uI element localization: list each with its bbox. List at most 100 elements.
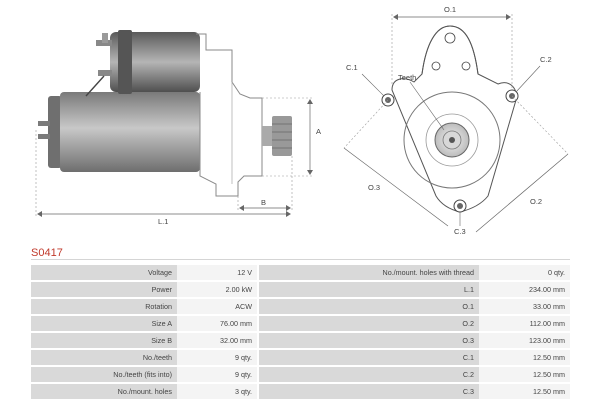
spec-gap: [257, 333, 259, 348]
spec-right-value: 112.00 mm: [479, 316, 570, 331]
spec-left-value: 12 V: [177, 265, 257, 280]
mount-hole-c3-inner: [457, 203, 463, 209]
dim-o2-ref: [511, 95, 569, 155]
spec-left-label: No./teeth: [31, 350, 177, 365]
spec-right-value: 0 qty.: [479, 265, 570, 280]
spec-left-value: 3 qty.: [177, 384, 257, 399]
dim-c1-leader: [361, 73, 385, 97]
dim-o3-label: O.3: [368, 183, 380, 192]
front-view: Teeth O.1 C.1 C.2 C.3 O.3: [343, 5, 569, 236]
starter-motor-diagram: A B L.1: [35, 5, 569, 236]
dim-b-label: B: [261, 198, 266, 207]
spec-gap: [257, 316, 259, 331]
spec-right-value: 33.00 mm: [479, 299, 570, 314]
spec-right-label: O.3: [259, 333, 479, 348]
dim-o3-ref: [343, 99, 389, 149]
spec-left-value: 9 qty.: [177, 350, 257, 365]
solenoid-terminal-stud: [102, 33, 108, 43]
solenoid-housing: [110, 32, 200, 92]
top-mounting-ear: [421, 25, 479, 75]
dim-a-arrow-bottom: [307, 170, 313, 175]
teeth-label: Teeth: [398, 73, 416, 82]
product-divider: [31, 259, 570, 260]
dim-l1-arrow-right: [286, 211, 291, 217]
spec-gap: [257, 299, 259, 314]
spec-gap: [257, 384, 259, 399]
motor-body: [60, 92, 200, 172]
spec-right-label: C.2: [259, 367, 479, 382]
motor-end-cap: [48, 96, 62, 168]
spec-right-value: 234.00 mm: [479, 282, 570, 297]
spec-right-value: 12.50 mm: [479, 384, 570, 399]
spec-right-value: 12.50 mm: [479, 350, 570, 365]
dim-l1-label: L.1: [158, 217, 168, 226]
spec-right-value: 12.50 mm: [479, 367, 570, 382]
spec-right-value: 123.00 mm: [479, 333, 570, 348]
spec-left-label: Rotation: [31, 299, 177, 314]
technical-drawing: A B L.1: [35, 5, 569, 236]
spec-left-value: 9 qty.: [177, 367, 257, 382]
dim-c2-leader: [515, 65, 541, 93]
dim-o1-arrow-right: [506, 14, 511, 20]
pinion-gear: [272, 116, 292, 156]
product-code: S0417: [31, 247, 63, 259]
dim-c3-label: C.3: [454, 227, 466, 236]
spec-right-label: L.1: [259, 282, 479, 297]
spec-gap: [257, 265, 259, 280]
spec-gap: [257, 282, 259, 297]
spec-left-label: Size A: [31, 316, 177, 331]
dim-b-arrow-left: [239, 205, 244, 211]
housing-inner-circle: [425, 113, 479, 167]
pinion-center: [449, 137, 455, 143]
dim-a-arrow-top: [307, 99, 313, 104]
dim-o2-label: O.2: [530, 197, 542, 206]
dim-o3-line: [343, 147, 449, 227]
spec-left-value: 76.00 mm: [177, 316, 257, 331]
spec-gap: [257, 350, 259, 365]
solenoid-terminal-middle: [98, 70, 112, 76]
dim-o1-label: O.1: [444, 5, 456, 14]
mount-hole-top-right: [461, 61, 471, 71]
end-stud-bottom: [38, 134, 50, 139]
mounting-flange-outline: [391, 25, 517, 213]
spec-right-label: C.1: [259, 350, 479, 365]
spec-right-label: O.2: [259, 316, 479, 331]
spec-gap: [257, 367, 259, 382]
spec-left-label: Power: [31, 282, 177, 297]
spec-left-label: No./teeth (fits into): [31, 367, 177, 382]
spec-left-label: No./mount. holes: [31, 384, 177, 399]
dim-a-label: A: [316, 127, 321, 136]
housing-circle: [403, 91, 501, 189]
spec-right-label: C.3: [259, 384, 479, 399]
side-view: A B L.1: [35, 30, 321, 226]
dim-b-arrow-right: [286, 205, 291, 211]
dim-l1-arrow-left: [37, 211, 42, 217]
spec-left-value: 2.00 kW: [177, 282, 257, 297]
dim-c2-label: C.2: [540, 55, 552, 64]
spec-right-label: O.1: [259, 299, 479, 314]
spec-left-label: Voltage: [31, 265, 177, 280]
spec-left-value: ACW: [177, 299, 257, 314]
nose-housing-outline: [196, 33, 263, 197]
mount-hole-top-center: [444, 32, 456, 44]
dim-o1-arrow-left: [393, 14, 398, 20]
spec-left-label: Size B: [31, 333, 177, 348]
dim-c1-label: C.1: [346, 63, 358, 72]
pinion-shaft: [262, 126, 272, 146]
end-stud-top: [38, 121, 50, 126]
mount-hole-top-left: [431, 61, 441, 71]
spec-right-label: No./mount. holes with thread: [259, 265, 479, 280]
dim-o2-line: [475, 153, 569, 233]
solenoid-wire: [85, 75, 105, 97]
spec-left-value: 32.00 mm: [177, 333, 257, 348]
